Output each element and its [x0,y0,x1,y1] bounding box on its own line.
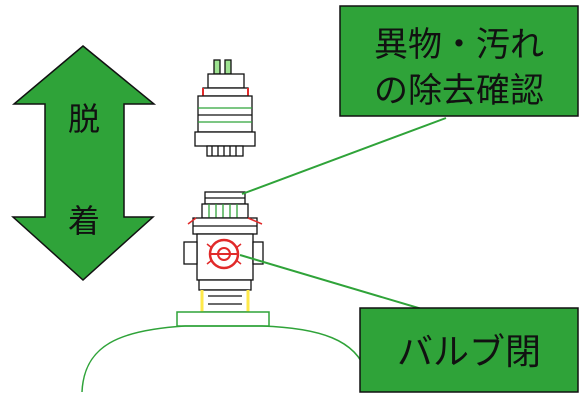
arrow-label-bottom: 着 [68,202,100,240]
callout-inspect-line1: 異物・汚れ [374,25,544,65]
callout-inspect-leader [241,117,447,195]
callout-inspect-box [339,5,579,117]
callout-valve-text: バルブ閉 [397,332,541,373]
callout-valve-box [359,307,579,393]
double-arrow [11,45,157,282]
cylinder-valve [183,191,264,313]
cylinder-outline [81,325,369,393]
detached-connector [194,59,256,157]
cylinder-neck-ring [176,311,270,327]
callout-valve-leader [239,254,433,313]
arrow-label-top: 脱 [68,100,100,138]
callout-inspect-line2: の除去確認 [374,71,544,111]
